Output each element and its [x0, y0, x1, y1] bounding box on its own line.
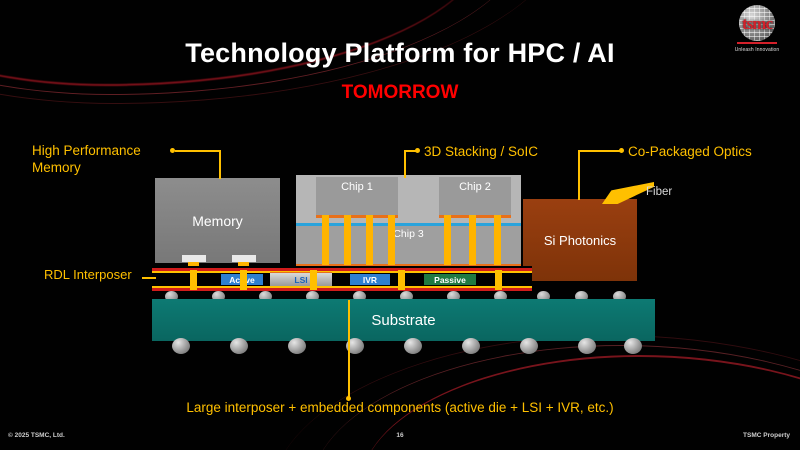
bga-ball: [624, 338, 642, 354]
bga-ball: [230, 338, 248, 354]
tsmc-logo: tsmc Unleash Innovation: [726, 4, 788, 53]
tsv-pillar: [366, 215, 373, 265]
logo-underline: [737, 42, 777, 44]
globe-icon: [739, 5, 775, 41]
bga-ball: [578, 338, 596, 354]
c4-bump: [494, 291, 507, 302]
callout-high-performance-memory: High Performance Memory: [32, 143, 141, 175]
tsv-pillar: [344, 215, 351, 265]
tsmc-wordmark: tsmc: [742, 13, 773, 33]
c4-bump: [259, 291, 272, 302]
callout-co-packaged-optics: Co-Packaged Optics: [628, 144, 752, 159]
chip-3-label: Chip 3: [393, 228, 424, 240]
tsv-pillar: [494, 215, 501, 265]
tsv-pillar: [322, 215, 329, 265]
page-subtitle: TOMORROW: [341, 82, 459, 103]
callout-rdl-interposer: RDL Interposer: [44, 267, 132, 282]
chip-1: Chip 1: [316, 177, 398, 215]
chip-1-label: Chip 1: [341, 181, 373, 193]
embedded-lsi-label: LSI: [294, 274, 308, 285]
bga-ball: [346, 338, 364, 354]
c4-bump: [537, 291, 550, 302]
interposer-via: [190, 270, 197, 290]
c4-bump: [400, 291, 413, 302]
page-title: Technology Platform for HPC / AI: [185, 38, 615, 68]
footer-property: TSMC Property: [743, 432, 790, 439]
embedded-ivr-label: IVR: [362, 274, 378, 285]
caption-large-interposer: Large interposer + embedded components (…: [186, 400, 614, 415]
rdl-layer: [152, 268, 532, 271]
bond-interface-line: [296, 223, 521, 226]
interposer-via: [495, 270, 502, 290]
bga-ball: [404, 338, 422, 354]
c4-bump: [575, 291, 588, 302]
tsmc-logo-mark: tsmc: [734, 4, 780, 42]
tsv-pillar: [469, 215, 476, 265]
c4-bump: [613, 291, 626, 302]
rdl-layer: [152, 288, 532, 291]
c4-bump: [212, 291, 225, 302]
package-substrate: Substrate: [152, 299, 655, 341]
bga-ball: [172, 338, 190, 354]
chip-3-back-metal: [296, 264, 521, 267]
rdl-trace: [152, 271, 532, 273]
memory-pad: [232, 255, 256, 262]
c4-bump: [447, 291, 460, 302]
hybrid-bond-chip-1: [316, 215, 398, 218]
memory-die: Memory: [155, 178, 280, 263]
chip-2-label: Chip 2: [459, 181, 491, 193]
callout-3d-stacking-soic: 3D Stacking / SoIC: [424, 144, 539, 159]
memory-pad: [182, 255, 206, 262]
tsv-pillar: [444, 215, 451, 265]
c4-bump: [306, 291, 319, 302]
bga-ball: [288, 338, 306, 354]
chip-2: Chip 2: [439, 177, 511, 215]
substrate-label: Substrate: [371, 311, 436, 329]
interposer-via: [310, 270, 317, 290]
chip-3: [296, 226, 521, 266]
fiber-label: Fiber: [646, 186, 673, 198]
si-photonics-label: Si Photonics: [543, 232, 617, 248]
logo-tagline: Unleash Innovation: [734, 47, 780, 53]
footer-page-number: 16: [396, 432, 404, 439]
embedded-passive: Passive: [424, 274, 476, 285]
interposer-via: [398, 270, 405, 290]
bga-ball: [462, 338, 480, 354]
memory-die-label: Memory: [192, 212, 243, 229]
embedded-passive-label: Passive: [434, 274, 466, 285]
bga-ball: [520, 338, 538, 354]
c4-bump: [165, 291, 178, 302]
footer-copyright: © 2025 TSMC, Ltd.: [8, 432, 65, 439]
embedded-ivr: IVR: [350, 274, 390, 285]
tsv-pillar: [388, 215, 395, 265]
interposer-via: [240, 270, 247, 290]
embedded-lsi-die: LSI: [270, 273, 332, 286]
c4-bump: [353, 291, 366, 302]
rdl-trace: [152, 286, 532, 288]
slide-footer: © 2025 TSMC, Ltd. 16 TSMC Property: [0, 432, 800, 446]
si-photonics-die: Si Photonics: [523, 199, 637, 281]
